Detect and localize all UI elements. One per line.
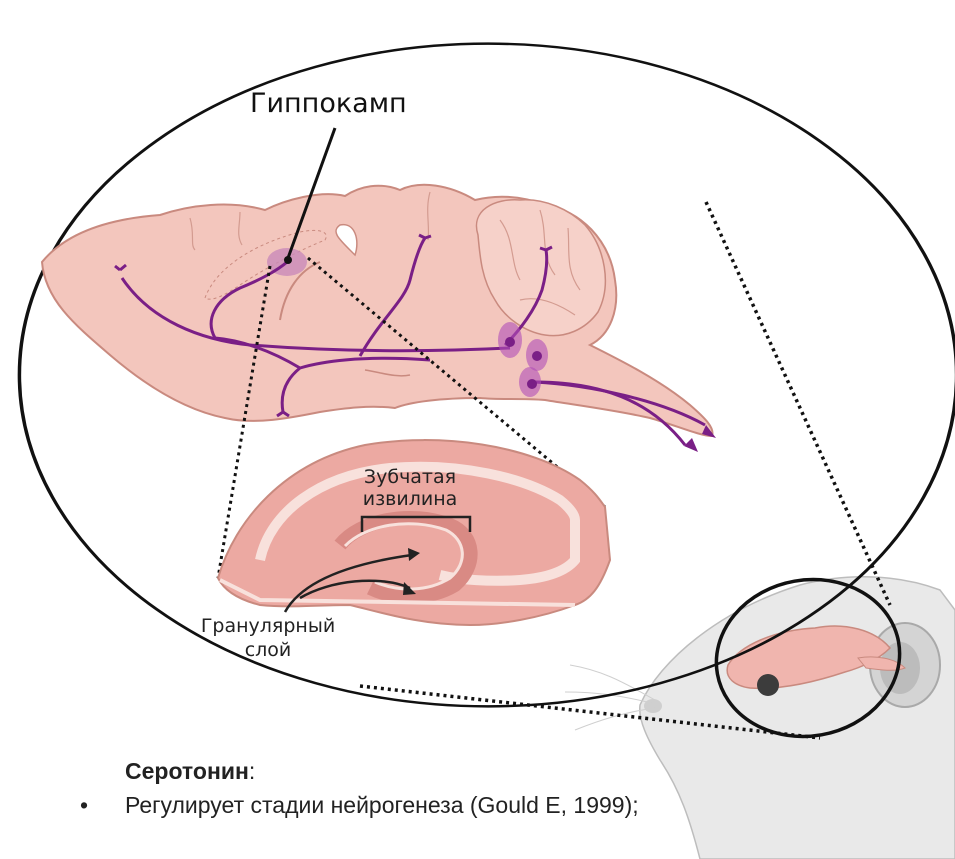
text-block: Серотонин: • Регулирует стадии нейрогене… xyxy=(80,758,720,820)
bullet-item: • Регулирует стадии нейрогенеза (Gould E… xyxy=(80,791,720,820)
hippocampus-title: Гиппокамп xyxy=(250,88,407,119)
title-pointer-dot xyxy=(284,256,292,264)
dentate-label-line2: извилина xyxy=(363,488,458,510)
granular-label-line1: Гранулярный xyxy=(201,615,335,637)
bullet-marker: • xyxy=(80,791,88,820)
pathway-arrowhead xyxy=(684,438,698,452)
bullet-text: Регулирует стадии нейрогенеза (Gould E, … xyxy=(125,792,639,818)
dentate-label-line1: Зубчатая xyxy=(364,466,456,488)
brain-sagittal-section xyxy=(42,185,713,436)
heading-bold: Серотонин xyxy=(125,758,249,784)
mouse-eye xyxy=(757,674,779,696)
mouse-nose xyxy=(644,699,662,713)
granular-label-line2: слой xyxy=(245,639,292,661)
serotonin-heading: Серотонин: xyxy=(125,758,720,785)
heading-tail: : xyxy=(249,758,255,784)
